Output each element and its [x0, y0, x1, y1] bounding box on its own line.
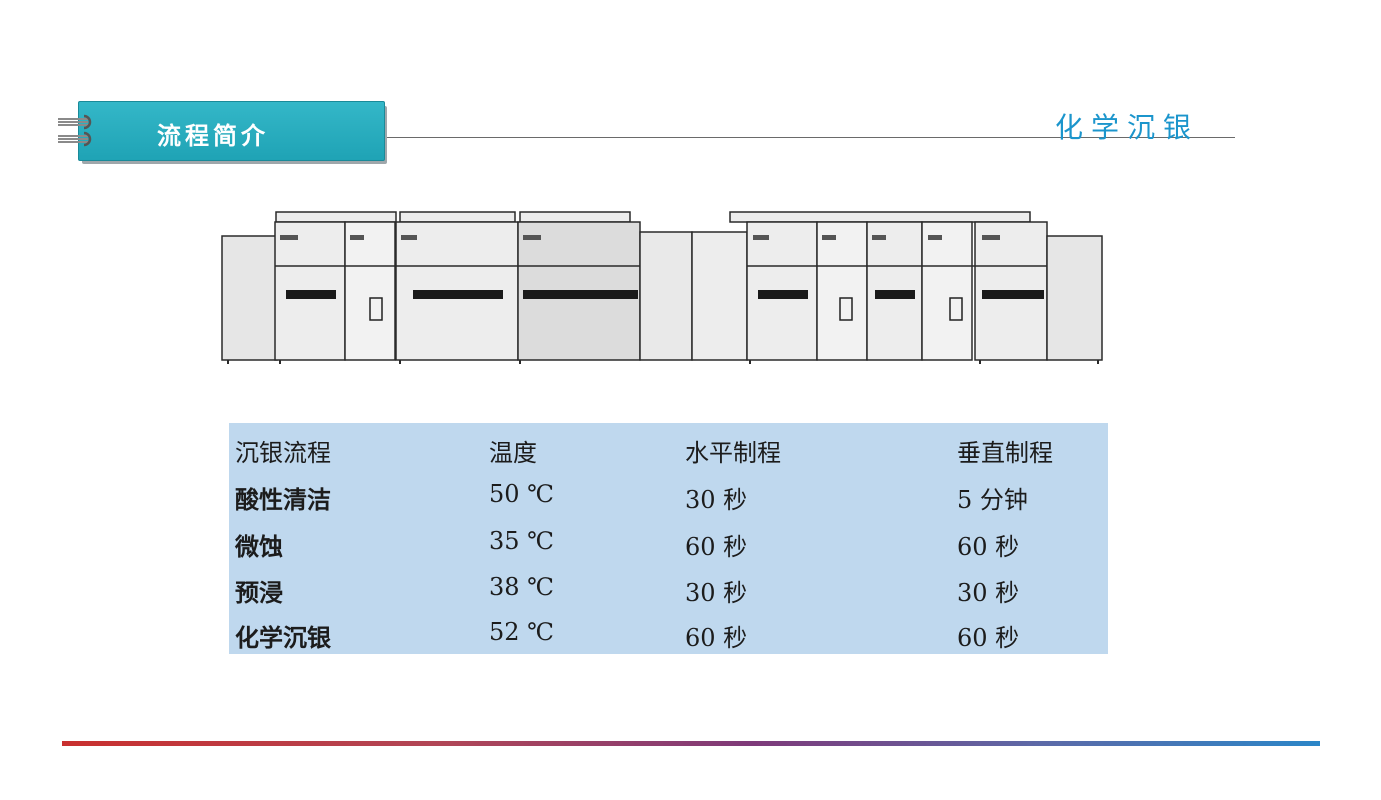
table-row-temperature: 38 ℃	[489, 573, 555, 601]
table-row-vertical-time: 60 秒	[957, 533, 1020, 561]
table-row-step: 预浸	[235, 578, 283, 607]
table-header-process: 沉银流程	[235, 439, 331, 467]
table-row-horizontal-time: 60 秒	[685, 624, 748, 652]
table-row-horizontal-time: 60 秒	[685, 533, 748, 561]
table-row-horizontal-time: 30 秒	[685, 486, 748, 514]
table-header-horizontal: 水平制程	[685, 439, 781, 467]
table-row-temperature: 52 ℃	[489, 618, 555, 646]
plating-line-equipment-illustration	[221, 211, 1103, 364]
header-divider	[385, 137, 1235, 138]
footer-gradient-bar	[62, 741, 1320, 746]
table-row-vertical-time: 60 秒	[957, 624, 1020, 652]
table-row-step: 微蚀	[235, 532, 283, 561]
table-row-vertical-time: 30 秒	[957, 579, 1020, 607]
section-tab: 流程简介	[78, 101, 385, 161]
table-row-step: 酸性清洁	[235, 485, 331, 514]
section-title: 流程简介	[157, 122, 269, 150]
binder-rings-icon	[58, 114, 92, 147]
table-row-temperature: 50 ℃	[489, 480, 555, 508]
process-table: 沉银流程 温度 水平制程 垂直制程 酸性清洁 50 ℃ 30 秒 5 分钟 微蚀…	[229, 423, 1108, 654]
table-header-temperature: 温度	[489, 439, 537, 467]
table-row-vertical-time: 5 分钟	[957, 486, 1028, 514]
table-row-step: 化学沉银	[235, 623, 331, 652]
topic-title: 化学沉银	[1055, 111, 1200, 144]
table-row-horizontal-time: 30 秒	[685, 579, 748, 607]
table-row-temperature: 35 ℃	[489, 527, 555, 555]
table-header-vertical: 垂直制程	[957, 439, 1053, 467]
